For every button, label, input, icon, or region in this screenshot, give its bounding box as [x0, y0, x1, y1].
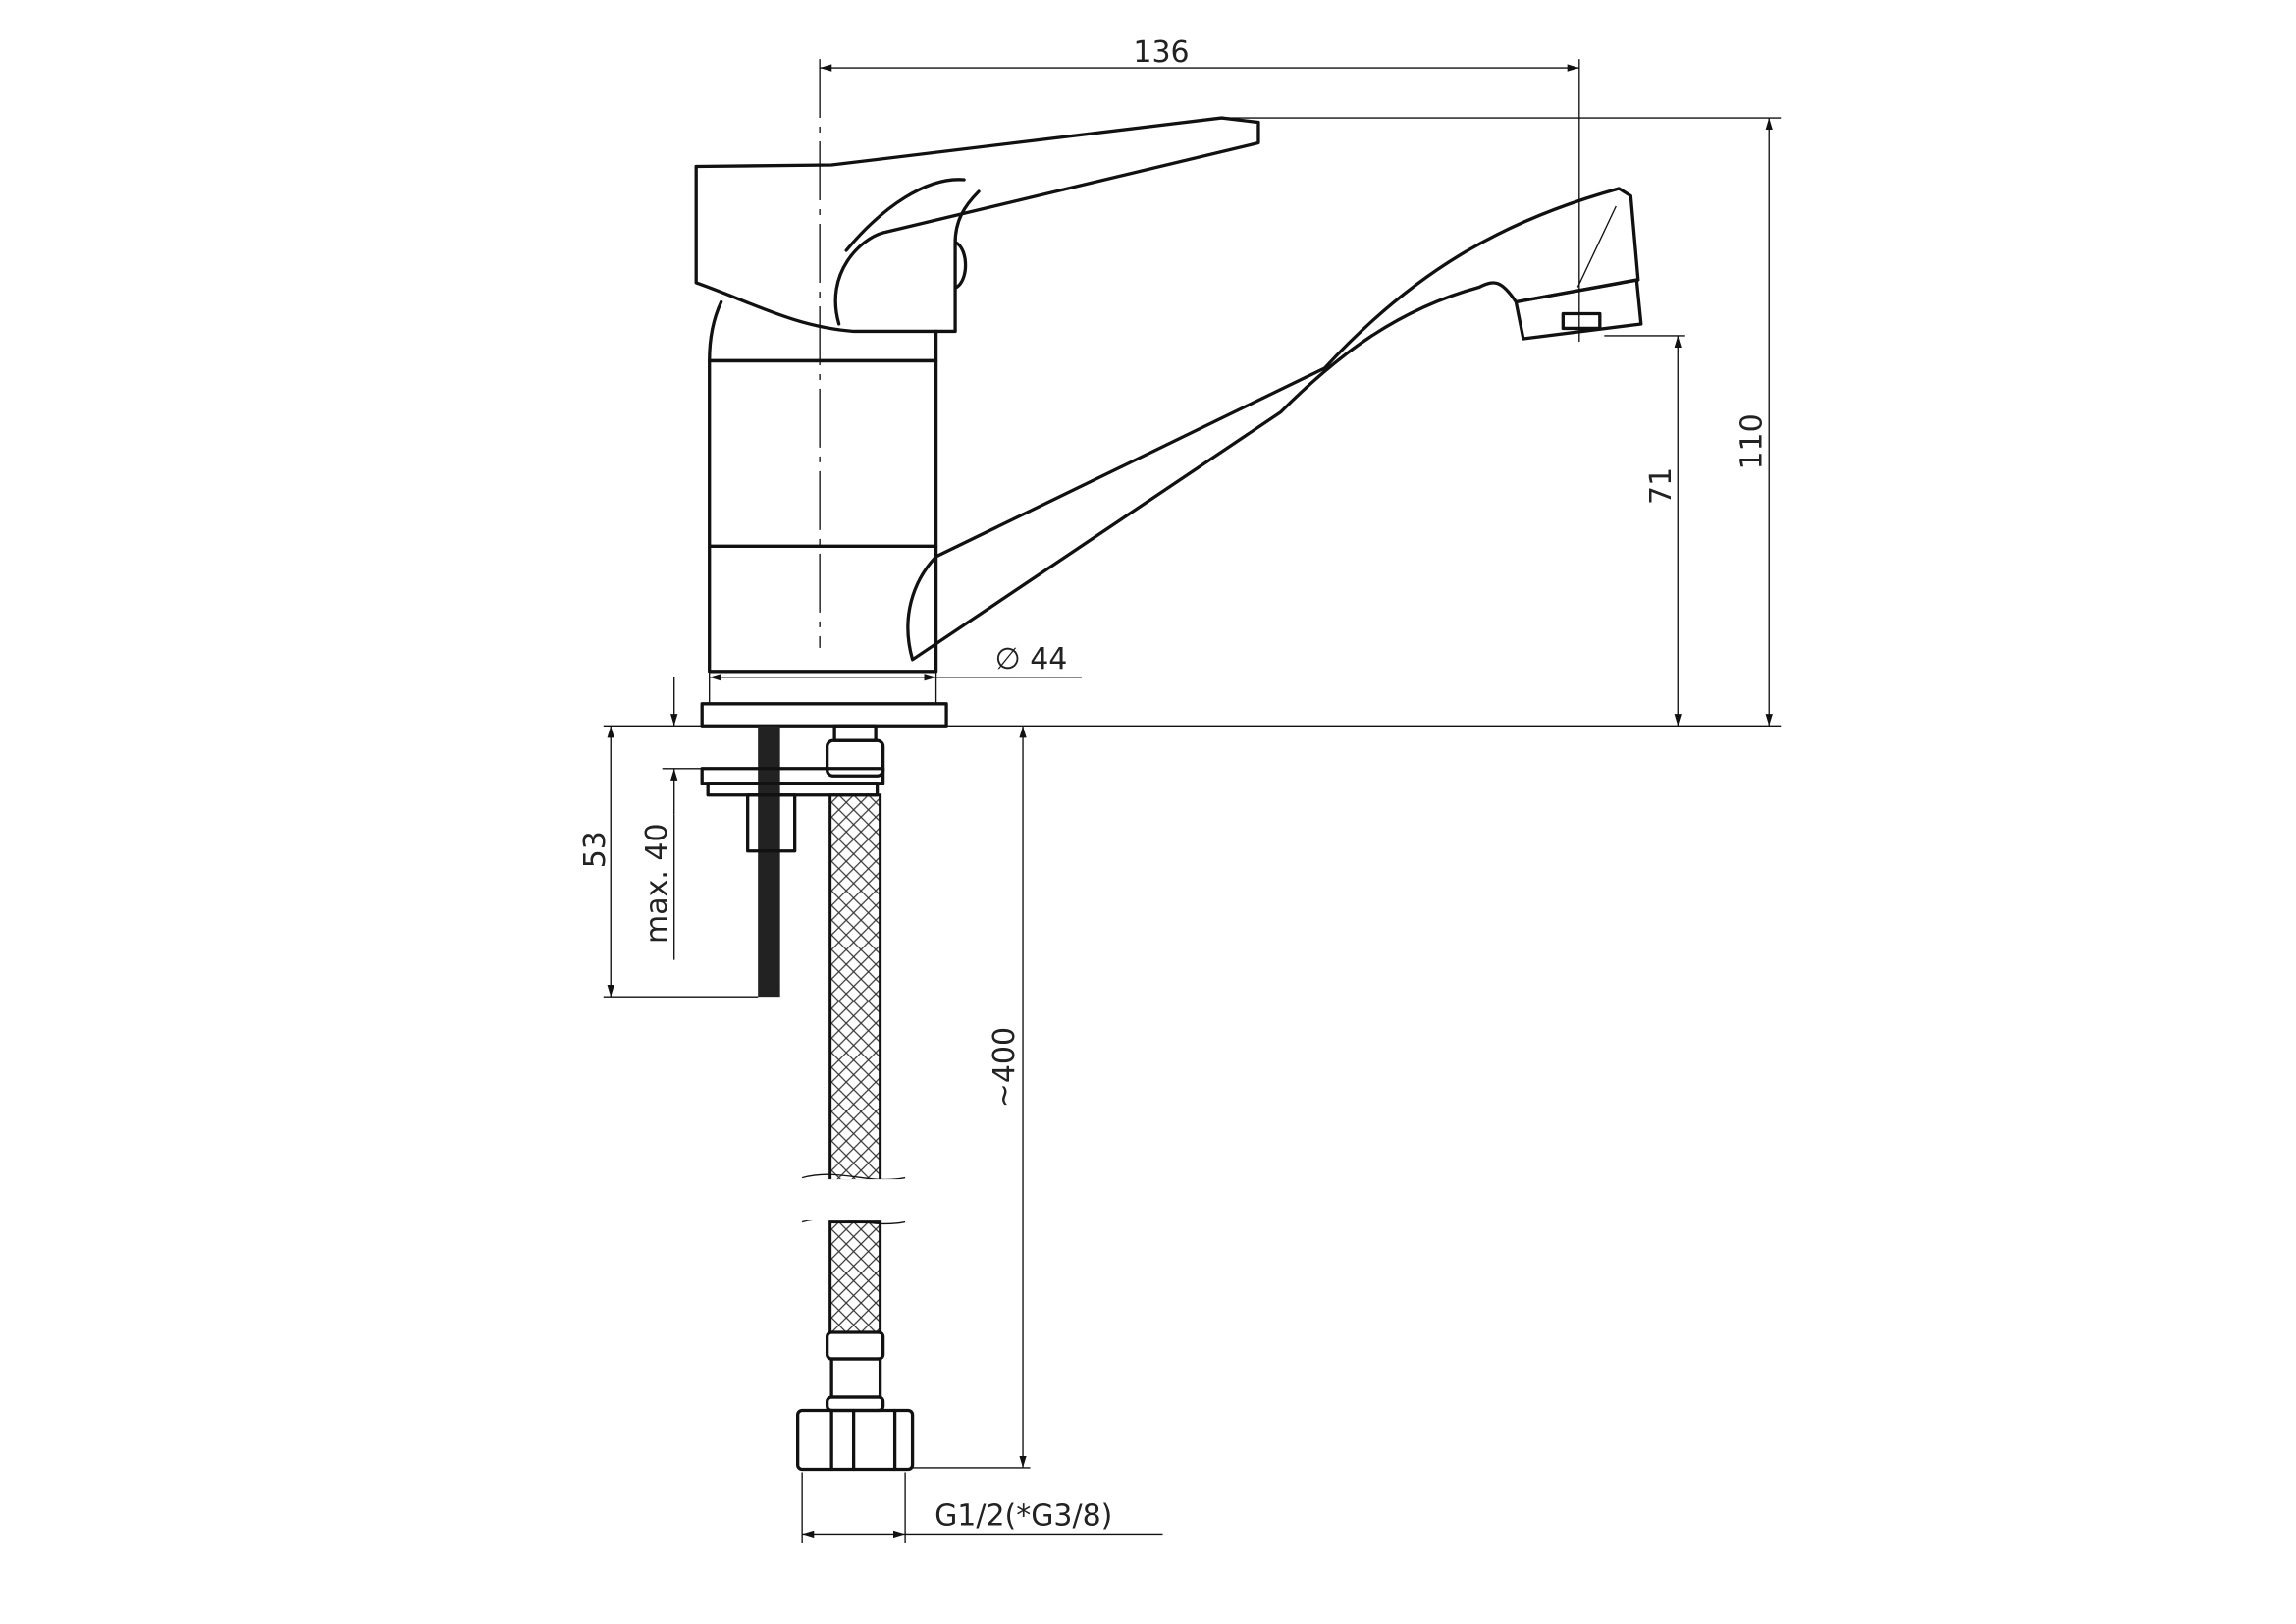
mounting-nut — [746, 793, 797, 853]
dim-diameter-label: ∅ 44 — [995, 642, 1068, 677]
faucet-body — [694, 116, 1260, 728]
supply-hose — [794, 724, 915, 1472]
dim-total-height-label: 110 — [1735, 413, 1770, 469]
threaded-rod — [758, 726, 780, 998]
extension-lines — [603, 59, 1782, 1543]
dim-max-thickness-label: max. 40 — [640, 823, 674, 943]
spout — [906, 187, 1643, 662]
mounting-hardware — [700, 726, 885, 998]
dim-hose-label: ~400 — [988, 1027, 1022, 1108]
dim-spout-height-label: 71 — [1644, 467, 1679, 505]
dim-thread-label: G1/2(*G3/8) — [934, 1498, 1112, 1533]
dim-mounting-label: 53 — [578, 831, 613, 868]
dim-reach-label: 136 — [1133, 35, 1189, 70]
